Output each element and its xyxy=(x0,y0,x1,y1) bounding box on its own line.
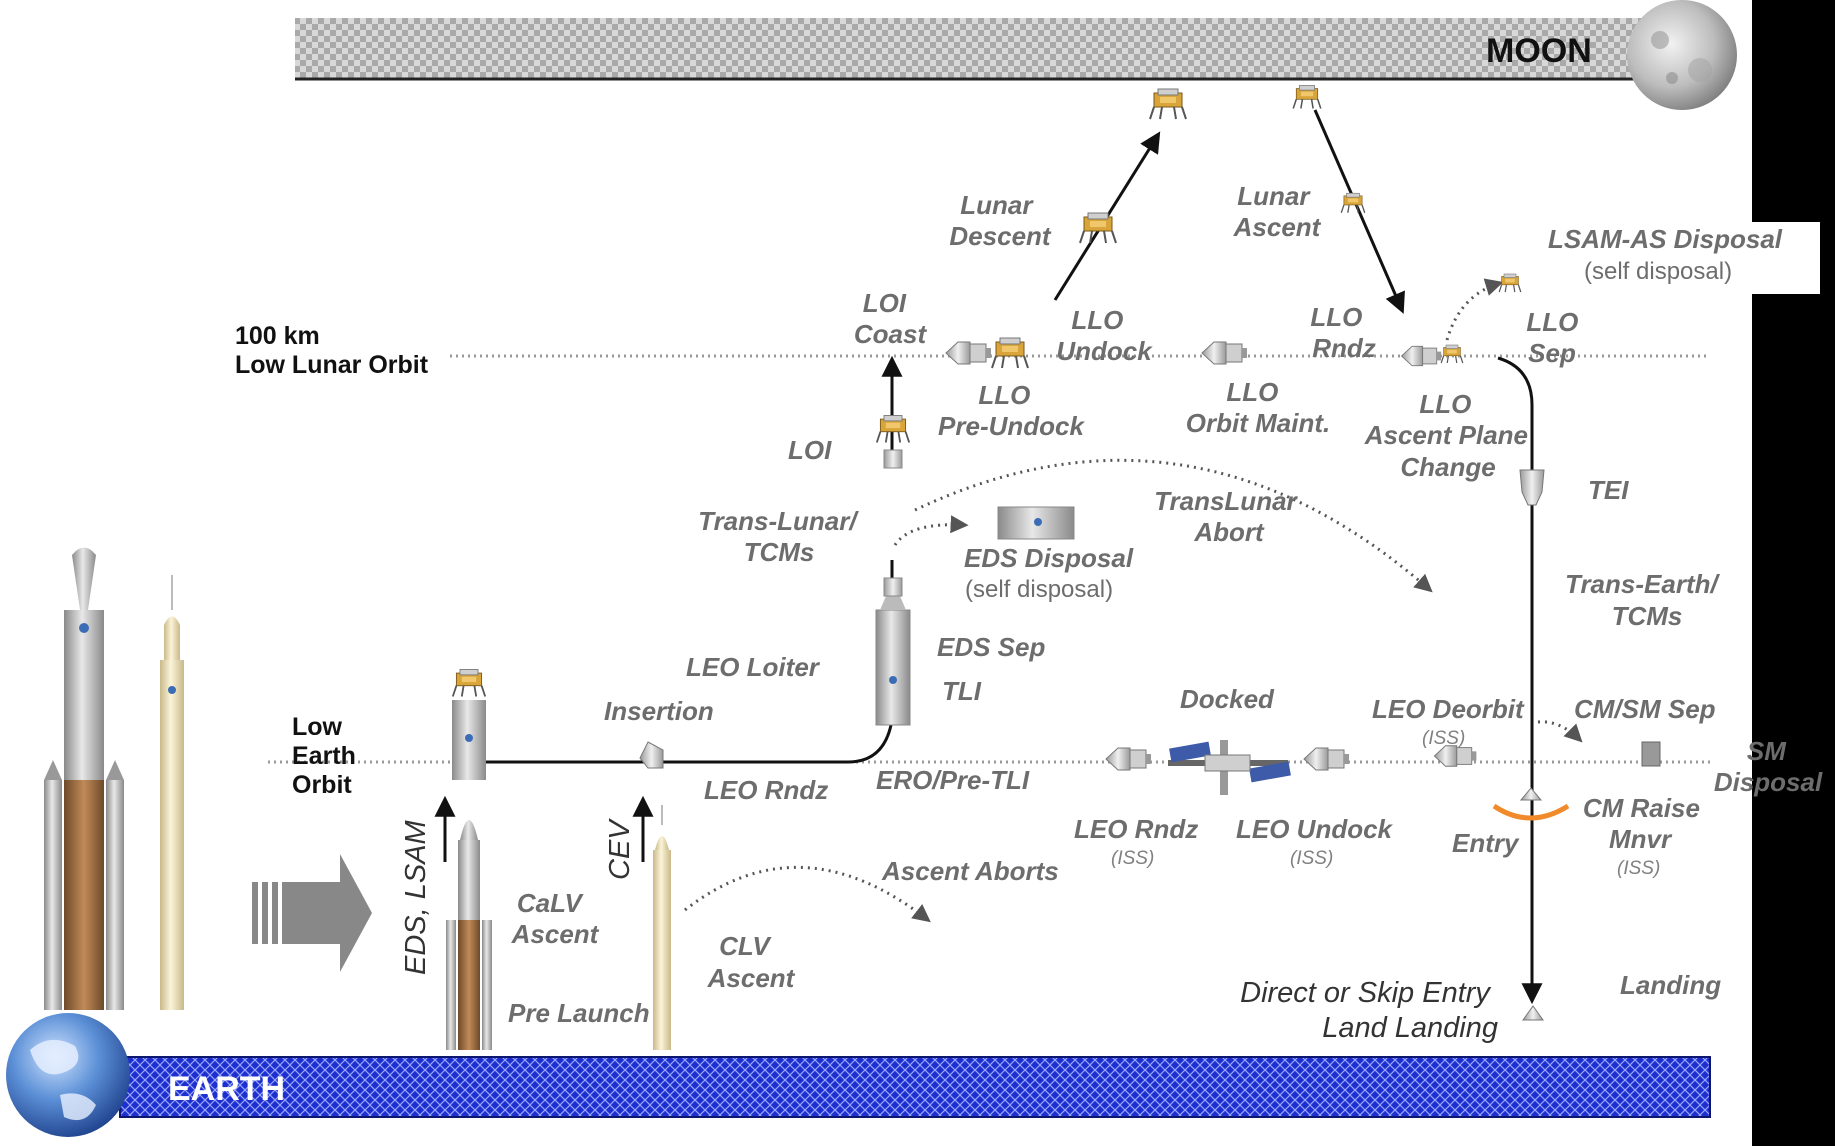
ero-pre-tli-label: ERO/Pre-TLI xyxy=(876,765,1030,795)
cm-raise-note: (ISS) xyxy=(1617,858,1660,879)
lsam-disposal-label: LSAM-AS Disposal xyxy=(1548,224,1783,254)
cm-raise-label: CM Raise Mnvr xyxy=(1583,793,1707,854)
leo-transfer-path xyxy=(480,719,894,764)
iss-icon xyxy=(1168,740,1291,795)
eds-lsam-stack-icon xyxy=(451,668,487,780)
clv-launch-rocket-icon xyxy=(653,805,671,1050)
lunar-descent-label: Lunar Descent xyxy=(949,190,1051,251)
ascent-aborts-label: Ascent Aborts xyxy=(881,856,1059,886)
eds-sep-label: EDS Sep xyxy=(937,632,1045,662)
right-black-band xyxy=(1752,0,1835,1146)
lsam-pre-undock-icon xyxy=(991,337,1029,369)
leo-rndz-label: LEO Rndz xyxy=(704,775,828,805)
ascent-abort-curve xyxy=(684,865,931,923)
cev-leo-rndz-icon xyxy=(1105,747,1152,771)
lsam-disposal-curve xyxy=(1445,278,1504,341)
cev-loi-icon xyxy=(883,449,903,469)
leo-deorbit-note: (ISS) xyxy=(1422,728,1465,749)
tei-label: TEI xyxy=(1588,475,1629,505)
clv-ascent-label: CLV Ascent xyxy=(707,931,796,993)
llo-orbit-label: 100 km Low Lunar Orbit xyxy=(235,322,429,379)
eds-disposal-icon xyxy=(997,506,1075,540)
cm-sm-sep-label: CM/SM Sep xyxy=(1574,694,1716,724)
translunar-abort-curve xyxy=(914,458,1433,593)
trans-lunar-label: Trans-Lunar/ TCMs xyxy=(698,506,864,567)
cev-tei-icon xyxy=(1519,469,1545,506)
calv-launch-rocket-icon xyxy=(446,820,492,1050)
lsam-ascent-icon xyxy=(1340,192,1366,214)
lsam-disposal-note: (self disposal) xyxy=(1584,258,1732,285)
moon-icon xyxy=(1627,0,1737,110)
lsam-disposal-label-box xyxy=(1530,222,1820,294)
lunar-ascent-path xyxy=(1313,109,1405,314)
eds-disposal-note: (self disposal) xyxy=(965,576,1113,603)
cev-insertion-icon xyxy=(639,741,664,769)
llo-undock-label: LLO Undock xyxy=(1056,305,1153,366)
lsam-llo-rndz-icon xyxy=(1440,344,1464,364)
progression-arrow-icon xyxy=(252,854,372,972)
pre-launch-label: Pre Launch xyxy=(508,998,650,1028)
calv-rocket-large-icon xyxy=(44,547,124,1010)
cev-leo-undock-icon xyxy=(1303,747,1350,771)
cm-entry-icon xyxy=(1492,787,1570,821)
leo-deorbit-label: LEO Deorbit xyxy=(1372,694,1525,724)
moon-label: MOON xyxy=(1486,32,1592,70)
llo-orbit-maint-label: LLO Orbit Maint. xyxy=(1186,377,1330,438)
cev-llo-rndz-icon xyxy=(1401,345,1442,367)
eds-disposal-curve xyxy=(893,515,969,546)
llo-plane-change-label: LLO Ascent Plane Change xyxy=(1364,389,1536,482)
trans-earth-label: Trans-Earth/ TCMs xyxy=(1565,569,1725,631)
phase-labels: Lunar Descent Lunar Ascent LSAM-AS Dispo… xyxy=(400,181,1823,1044)
spacecraft-icons xyxy=(639,84,1661,1021)
direct-entry-label: Direct or Skip Entry Land Landing xyxy=(1240,977,1498,1044)
cev-loi-coast-icon xyxy=(945,341,992,365)
cm-landing-icon xyxy=(1522,1005,1544,1021)
lunar-ascent-label: Lunar Ascent xyxy=(1233,181,1322,242)
leo-loiter-label: LEO Loiter xyxy=(686,652,821,682)
llo-sep-label: LLO Sep xyxy=(1526,307,1585,368)
dotted-paths xyxy=(684,278,1583,923)
leo-rndz-iss-note: (ISS) xyxy=(1111,848,1154,869)
eds-stack-tli-icon xyxy=(875,596,911,726)
earth-globe-icon xyxy=(6,1013,130,1137)
leo-rndz-iss-label: LEO Rndz xyxy=(1074,814,1198,844)
earth-label: EARTH xyxy=(168,1070,285,1108)
tli-label: TLI xyxy=(942,676,982,706)
landing-label: Landing xyxy=(1620,970,1721,1000)
translunar-abort-label: TransLunar Abort xyxy=(1154,486,1304,547)
sm-disposal-icon xyxy=(1641,741,1661,767)
docked-label: Docked xyxy=(1180,684,1275,714)
cev-tlc-icon xyxy=(883,577,903,597)
entry-label: Entry xyxy=(1452,828,1520,858)
calv-ascent-label: CaLV Ascent xyxy=(511,888,600,949)
lsam-surface-icon xyxy=(1148,87,1188,121)
llo-rndz-label: LLO Rndz xyxy=(1310,302,1375,363)
cev-label: CEV xyxy=(604,818,636,880)
moon-banner: MOON xyxy=(295,0,1737,110)
lsam-ascent-surface-icon xyxy=(1292,84,1322,110)
earth-banner: EARTH xyxy=(6,1013,1711,1137)
llo-pre-undock-label: LLO Pre-Undock xyxy=(938,380,1085,441)
eds-disposal-label: EDS Disposal xyxy=(964,543,1134,573)
insertion-label: Insertion xyxy=(604,696,714,726)
clv-rocket-large-icon xyxy=(160,575,184,1010)
leo-orbit-label: Low Earth Orbit xyxy=(292,713,363,799)
sm-disposal-label: SM Disposal xyxy=(1714,736,1823,797)
cm-sm-sep-curve xyxy=(1537,720,1583,743)
eds-lsam-label: EDS, LSAM xyxy=(400,819,432,975)
cev-llo-orbit-icon xyxy=(1201,341,1248,365)
loi-coast-label: LOI Coast xyxy=(854,288,928,349)
loi-label: LOI xyxy=(788,435,832,465)
leo-undock-label: LEO Undock xyxy=(1236,814,1394,844)
leo-undock-note: (ISS) xyxy=(1290,848,1333,869)
lsam-descent-icon xyxy=(1078,211,1118,245)
lsam-disposal-icon xyxy=(1498,273,1522,293)
tei-return-path xyxy=(1497,356,1543,1005)
